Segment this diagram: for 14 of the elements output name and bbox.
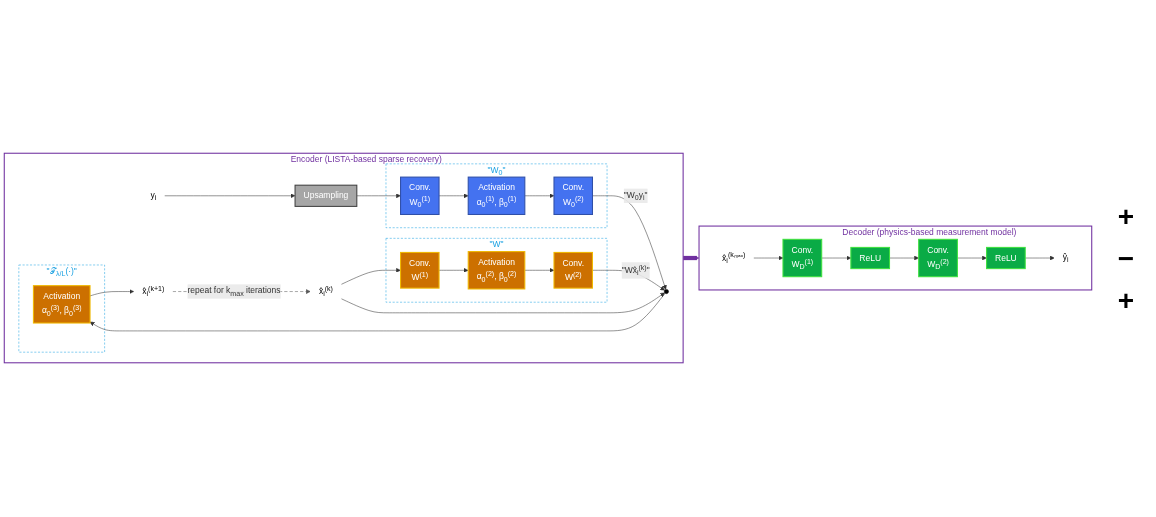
- node-box: Conv. W$^{(2)}$: [553, 252, 593, 290]
- edge-label: repeat for k$_{max}$ iterations: [187, 286, 281, 298]
- node-circle: [664, 289, 669, 295]
- node-box: ReLU: [850, 247, 891, 270]
- edge-label: "Wx̂$_{i}$$^{(k)}$": [621, 263, 650, 278]
- node-box: Upsampling: [294, 185, 358, 208]
- node-box: ReLU: [986, 247, 1026, 270]
- sign-label: −: [1117, 242, 1135, 275]
- node-box: Conv. W$^{(1)}$: [400, 252, 440, 290]
- edge-label: "W$_{0}$y$_{i}$": [623, 190, 648, 202]
- node-text: ŷ$_{i}$: [1062, 252, 1069, 265]
- node-text: y$_{i}$: [150, 190, 157, 202]
- sign-label: +: [1117, 200, 1135, 233]
- sign-label: +: [1117, 284, 1135, 317]
